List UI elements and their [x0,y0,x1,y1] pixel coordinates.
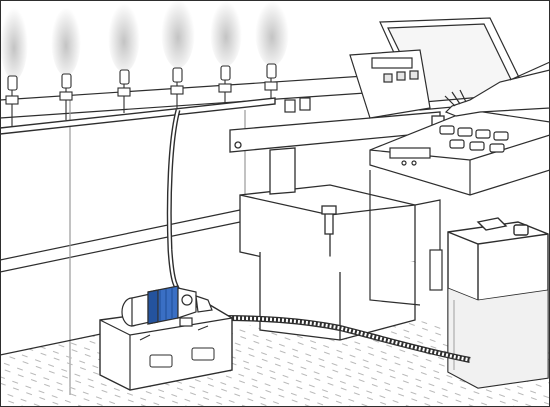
mist-plume-icon [210,0,242,66]
misting-nozzle-icon [170,67,184,108]
misting-nozzle-icon [59,73,73,120]
water-jerrycan-icon [447,217,549,389]
mist-plume-icon [108,0,140,72]
mist-plumes [0,0,289,80]
mist-plume-icon [255,0,289,66]
mist-plume-icon [0,0,28,80]
pump-unit [99,285,233,391]
misting-nozzle-icon [264,63,278,99]
suction-hose [217,315,471,363]
misting-nozzle-icon [218,65,232,103]
operator-hand-icon [444,61,550,117]
pump-motor-icon [121,285,213,327]
machine-base [239,184,416,341]
mist-plume-icon [161,0,195,68]
misting-nozzle-icon [117,69,131,113]
machine-frame-right [369,170,443,306]
misting-pipe [0,97,276,135]
misting-nozzles [5,63,278,126]
control-console-icon [349,17,550,196]
mist-plume-icon [51,0,81,76]
misting-nozzle-icon [5,75,19,126]
